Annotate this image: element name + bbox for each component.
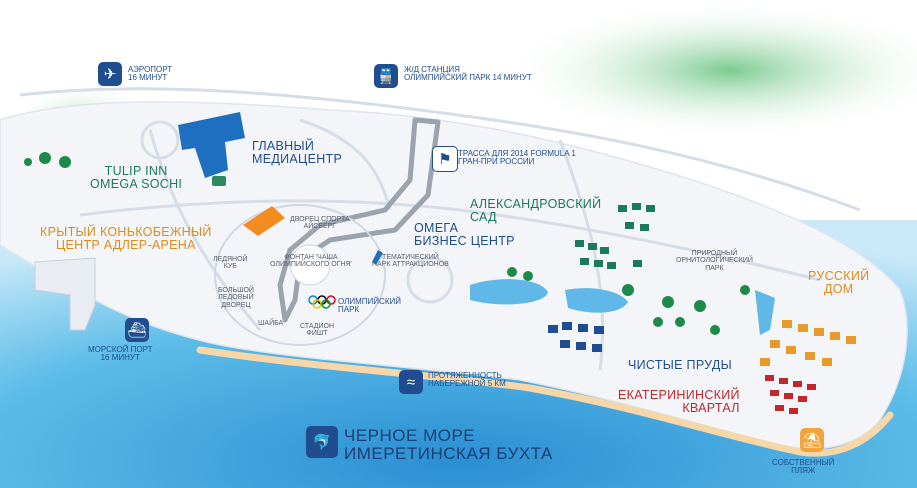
pond: [755, 290, 775, 335]
fountain-label: ФОНТАН 'ЧАША ОЛИМПИЙСКОГО ОГНЯ': [270, 254, 352, 269]
hotel-building: [212, 176, 226, 186]
ship-icon: ⛴: [125, 318, 149, 342]
beach-umbrella-icon: ⛱: [800, 428, 824, 452]
sea-label: ЧЕРНОЕ МОРЕ ИМЕРЕТИНСКАЯ БУХТА: [344, 426, 553, 463]
airport-label: АЭРОПОРТ 16 МИНУТ: [128, 65, 173, 83]
beach-label: СОБСТВЕННЫЙ ПЛЯЖ: [772, 458, 835, 476]
pond: [470, 279, 548, 305]
seaport-label: МОРСКОЙ ПОРТ 16 МИНУТ: [88, 345, 153, 363]
roads: [19, 87, 861, 371]
ekaterininsky-buildings: [765, 375, 816, 414]
greenery-area: [500, 0, 917, 140]
alexander-garden-buildings: [575, 203, 655, 269]
olympic-park-label: ОЛИМПИЙСКИЙ ПАРК: [338, 297, 401, 315]
russian-house-label: РУССКИЙ ДОМ: [808, 269, 870, 297]
omega-business-center-label: ОМЕГА БИЗНЕС ЦЕНТР: [414, 221, 515, 249]
iceberg-label: ДВОРЕЦ СПОРТА АЙСБЕРГ: [290, 216, 350, 231]
media-center-building: [178, 112, 245, 178]
train-icon: 🚆: [374, 64, 398, 88]
beach-strip: [196, 346, 894, 457]
pier: [34, 257, 96, 331]
clean-ponds-buildings: [548, 322, 604, 352]
land-area: [0, 101, 908, 450]
russian-house-buildings: [760, 320, 856, 366]
dolphin-icon: 🐬: [306, 426, 338, 458]
media-center-label: ГЛАВНЫЙ МЕДИАЦЕНТР: [252, 139, 343, 167]
theme-park-label: ТЕМАТИЧЕСКИЙ ПАРК АТТРАКЦИОНОВ: [372, 254, 449, 269]
fountain-circle: [289, 244, 331, 286]
fisht-stadium-label: СТАДИОН ФИШТ: [300, 323, 335, 338]
olympic-park-outline: [214, 204, 386, 346]
shaiba-label: ШАЙБА: [258, 320, 284, 327]
alexander-garden-label: АЛЕКСАНДРОВСКИЙ САД: [470, 197, 602, 225]
formula1-label: ТРАССА ДЛЯ 2014 FORMULA 1 ГРАН-ПРИ РОССИ…: [458, 149, 576, 167]
clean-ponds-label: ЧИСТЫЕ ПРУДЫ: [628, 358, 732, 372]
formula1-track: [277, 117, 441, 323]
hotel-label: TULIP INN OMEGA SOCHI: [90, 164, 183, 192]
ice-cube-label: ЛЕДЯНОЙ КУБ: [213, 256, 248, 271]
palm-trees: [24, 152, 750, 335]
adler-arena-building: [243, 206, 285, 236]
wave-icon: ≈: [399, 370, 423, 394]
ornithology-park-label: ПРИРОДНЫЙ ОРНИТОЛОГИЧЕСКИЙ ПАРК: [676, 250, 753, 272]
big-ice-palace-label: БОЛЬШОЙ ЛЕДОВЫЙ ДВОРЕЦ: [218, 287, 254, 309]
checkered-flag-icon: ⚑: [432, 146, 458, 172]
omega-business-center-building: [372, 250, 383, 265]
pond: [565, 288, 628, 313]
airplane-icon: ✈: [98, 62, 122, 86]
olympic-rings-icon: [308, 295, 336, 309]
adler-arena-label: КРЫТЫЙ КОНЬКОБЕЖНЫЙ ЦЕНТР АДЛЕР-АРЕНА: [40, 225, 212, 253]
railway-station-label: Ж/Д СТАНЦИЯ ОЛИМПИЙСКИЙ ПАРК 14 МИНУТ: [404, 65, 532, 83]
ekaterininsky-quarter-label: ЕКАТЕРИНИНСКИЙ КВАРТАЛ: [618, 388, 740, 416]
embankment-label: ПРОТЯЖЕННОСТЬ НАБЕРЕЖНОЙ 5 КМ: [428, 371, 506, 389]
